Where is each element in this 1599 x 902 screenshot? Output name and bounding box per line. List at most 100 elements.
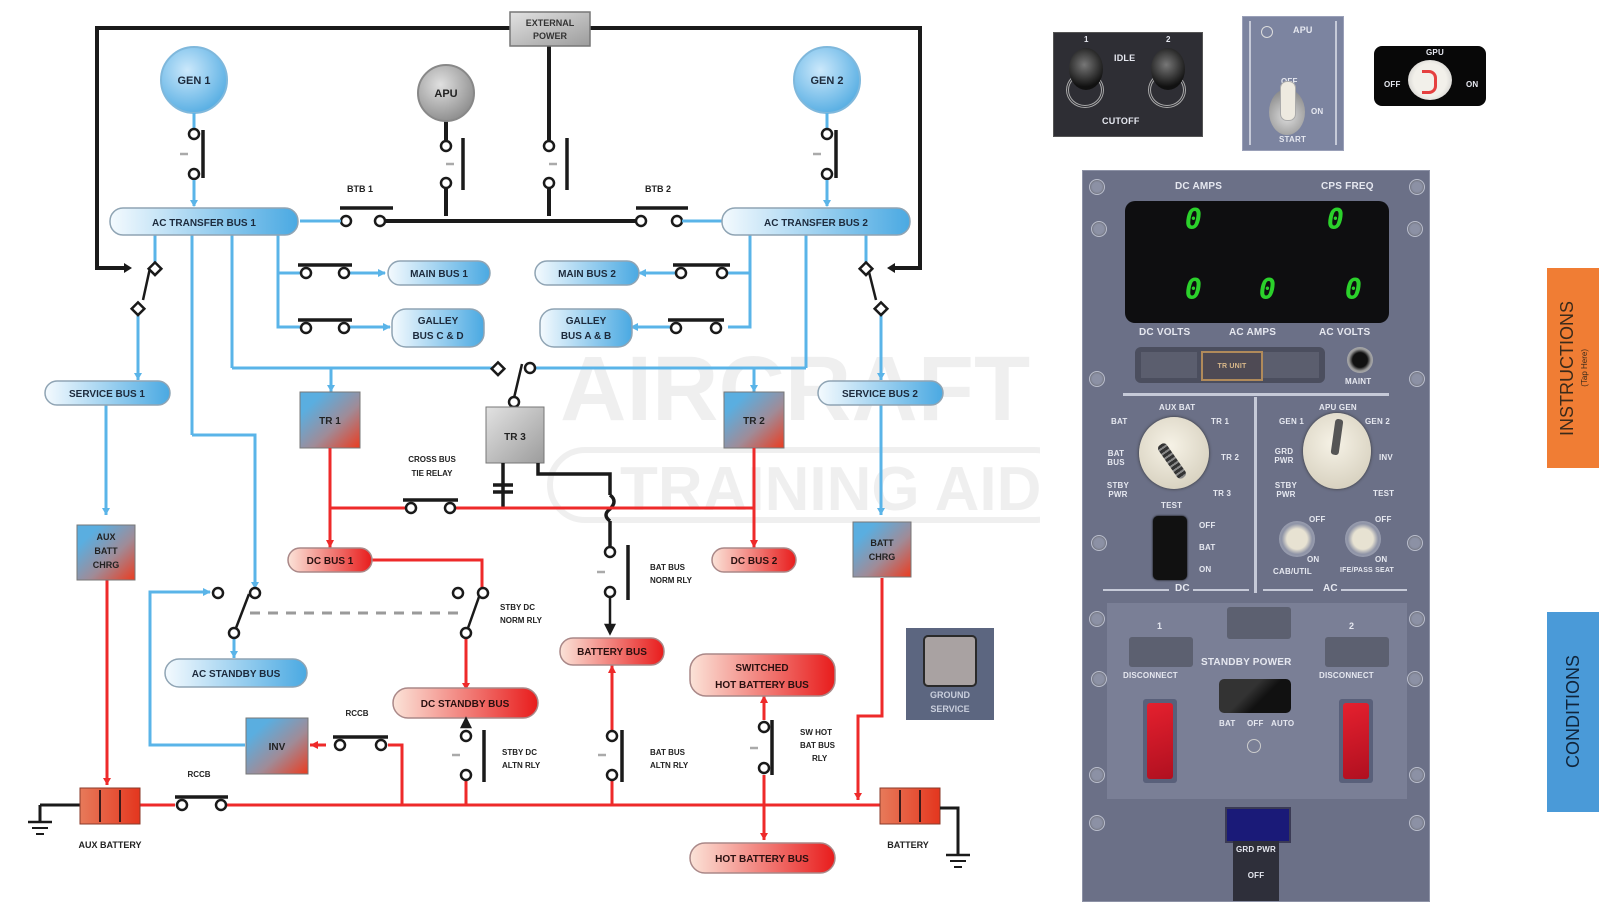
disconnect-2-number: 2 [1349,621,1355,631]
aux-batt-charger[interactable]: AUX BATT CHRG [76,524,136,581]
stby-dc-altn-relay[interactable]: STBY DC ALTN RLY [452,716,541,782]
apu-rotary-switch[interactable] [1269,81,1305,135]
grd-pwr-switch[interactable]: GRD PWR OFF [1233,841,1279,901]
conditions-tab[interactable]: CONDITIONS [1547,612,1599,812]
galley-power-switch[interactable] [1153,516,1187,580]
galley-ab-breaker[interactable] [668,318,724,335]
svg-text:STBY DC: STBY DC [502,748,537,757]
dc-standby-bus[interactable]: DC STANDBY BUS [392,687,539,719]
instructions-tab[interactable]: INSTRUCTIONS (Tap Here) [1547,268,1599,468]
tr-unit-light[interactable]: TR UNIT [1201,351,1263,381]
sw-hot-bat-bus-relay[interactable]: SW HOT BAT BUS RLY [750,720,836,775]
standby-power-off-light[interactable] [1227,607,1291,639]
aux-battery[interactable]: AUX BATTERY [28,787,142,850]
svg-text:BATTERY BUS: BATTERY BUS [577,647,647,658]
dc-section-label: DC [1175,583,1190,594]
drive-2-light[interactable] [1325,637,1389,667]
apu-breaker[interactable] [439,138,465,190]
ac-meter-selector-knob[interactable] [1303,413,1371,489]
service-bus-1[interactable]: SERVICE BUS 1 [44,380,171,406]
gen2-breaker[interactable] [813,113,838,206]
stby-dc-norm-relay[interactable]: STBY DC NORM RLY [451,586,543,640]
main-bus-2-breaker[interactable] [673,263,730,280]
tr3-transfer-switch[interactable] [489,360,537,409]
tr1-unit[interactable]: TR 1 [299,391,361,449]
galley-bat-label: BAT [1199,543,1216,552]
ground-service-button[interactable]: GROUND SERVICE [906,628,994,720]
dc-bus-2[interactable]: DC BUS 2 [711,547,797,573]
hot-battery-bus[interactable]: HOT BATTERY BUS [689,842,836,874]
gpu-rotary-switch[interactable] [1408,60,1452,100]
standby-auto-label: AUTO [1271,719,1295,728]
ac-amps-readout: 0 [1259,273,1276,306]
arrow-icon [124,263,132,273]
battery[interactable]: BATTERY [879,787,970,868]
idle-label: IDLE [1114,53,1136,63]
svg-text:TR 3: TR 3 [504,432,526,443]
galley-off-label: OFF [1199,521,1216,530]
gen1-breaker[interactable] [180,113,205,206]
dc-opt-bat-bus: BAT BUS [1107,449,1125,467]
electrical-meters-panel: DC AMPS CPS FREQ 0 0 0 0 0 DC VOLTS AC A… [1082,170,1430,902]
ac-standby-bus[interactable]: AC STANDBY BUS [164,658,308,688]
svg-text:HOT BATTERY BUS: HOT BATTERY BUS [715,680,809,691]
inverter-unit[interactable]: INV [245,717,309,775]
service-transfer-switch-1[interactable] [129,260,164,317]
maint-button[interactable] [1347,347,1373,373]
grd-pwr-available-light[interactable] [1225,807,1291,843]
dc-meter-selector-knob[interactable] [1139,417,1209,489]
dc-bus-1[interactable]: DC BUS 1 [287,547,373,573]
svg-text:AC STANDBY BUS: AC STANDBY BUS [192,669,281,680]
svg-text:BATTERY: BATTERY [887,840,929,850]
external-power-breaker[interactable] [542,138,569,190]
ife-pass-seat-switch[interactable] [1345,521,1381,557]
galley-cd-breaker[interactable] [298,318,352,335]
tr3-unit[interactable]: TR 3 [485,406,545,464]
svg-text:BAT BUS: BAT BUS [650,748,686,757]
tr2-unit[interactable]: TR 2 [723,391,785,449]
galley-bus-cd[interactable]: GALLEY BUS C & D [391,308,485,348]
gen1-source[interactable]: GEN 1 [160,46,228,114]
btb2-breaker[interactable]: BTB 2 [634,184,722,228]
svg-text:SERVICE BUS 2: SERVICE BUS 2 [842,389,918,400]
batt-charger[interactable]: BATT CHRG [852,521,912,578]
svg-text:STBY DC: STBY DC [500,603,535,612]
cab-util-switch[interactable] [1279,521,1315,557]
apu-source[interactable]: APU [417,64,475,122]
gen2-source[interactable]: GEN 2 [793,46,861,114]
engine-2-start-lever[interactable] [1148,48,1188,108]
main-bus-1-breaker[interactable] [298,263,352,280]
electrical-schematic: AIRCRAFT TRAINING AIDS EXTERNAL POWER GE… [28,11,1040,874]
btb1-breaker[interactable]: BTB 1 [300,184,393,228]
svg-text:BAT BUS: BAT BUS [650,563,686,572]
bat-bus-norm-relay[interactable]: BAT BUS NORM RLY [597,545,693,636]
instructions-label: INSTRUCTIONS [1557,300,1577,436]
apu-title: APU [1293,25,1313,35]
drive-1-disconnect-guard[interactable] [1147,703,1173,779]
service-transfer-switch-2[interactable] [857,260,890,317]
ac-transfer-bus-2[interactable]: AC TRANSFER BUS 2 [721,207,911,236]
galley-on-label: ON [1199,565,1212,574]
cross-bus-tie-relay[interactable]: CROSS BUS TIE RELAY [403,455,458,515]
engine-1-start-lever[interactable] [1066,48,1106,108]
drive-1-light[interactable] [1129,637,1193,667]
rccb-aux-battery-breaker[interactable]: RCCB [175,770,228,812]
main-bus-1[interactable]: MAIN BUS 1 [387,260,491,286]
cab-util-off-label: OFF [1309,515,1326,524]
drive-2-disconnect-guard[interactable] [1343,703,1369,779]
standby-power-label: STANDBY POWER [1201,657,1292,668]
main-bus-2[interactable]: MAIN BUS 2 [534,260,640,286]
rccb-inverter-breaker[interactable]: RCCB [333,709,388,752]
bat-bus-altn-relay[interactable]: BAT BUS ALTN RLY [598,729,689,782]
standby-power-switch[interactable] [1219,679,1291,713]
battery-bus[interactable]: BATTERY BUS [559,637,665,666]
ac-standby-transfer-switch[interactable] [211,586,262,640]
switched-hot-battery-bus[interactable]: SWITCHED HOT BATTERY BUS [689,653,836,697]
external-power-box[interactable]: EXTERNAL POWER [509,11,591,47]
galley-bus-ab[interactable]: GALLEY BUS A & B [539,308,633,348]
dc-opt-tr1: TR 1 [1211,417,1230,426]
ife-on-label: ON [1375,555,1388,564]
service-bus-2[interactable]: SERVICE BUS 2 [817,380,944,406]
svg-text:GEN 1: GEN 1 [177,75,210,87]
ac-transfer-bus-1[interactable]: AC TRANSFER BUS 1 [109,207,299,236]
